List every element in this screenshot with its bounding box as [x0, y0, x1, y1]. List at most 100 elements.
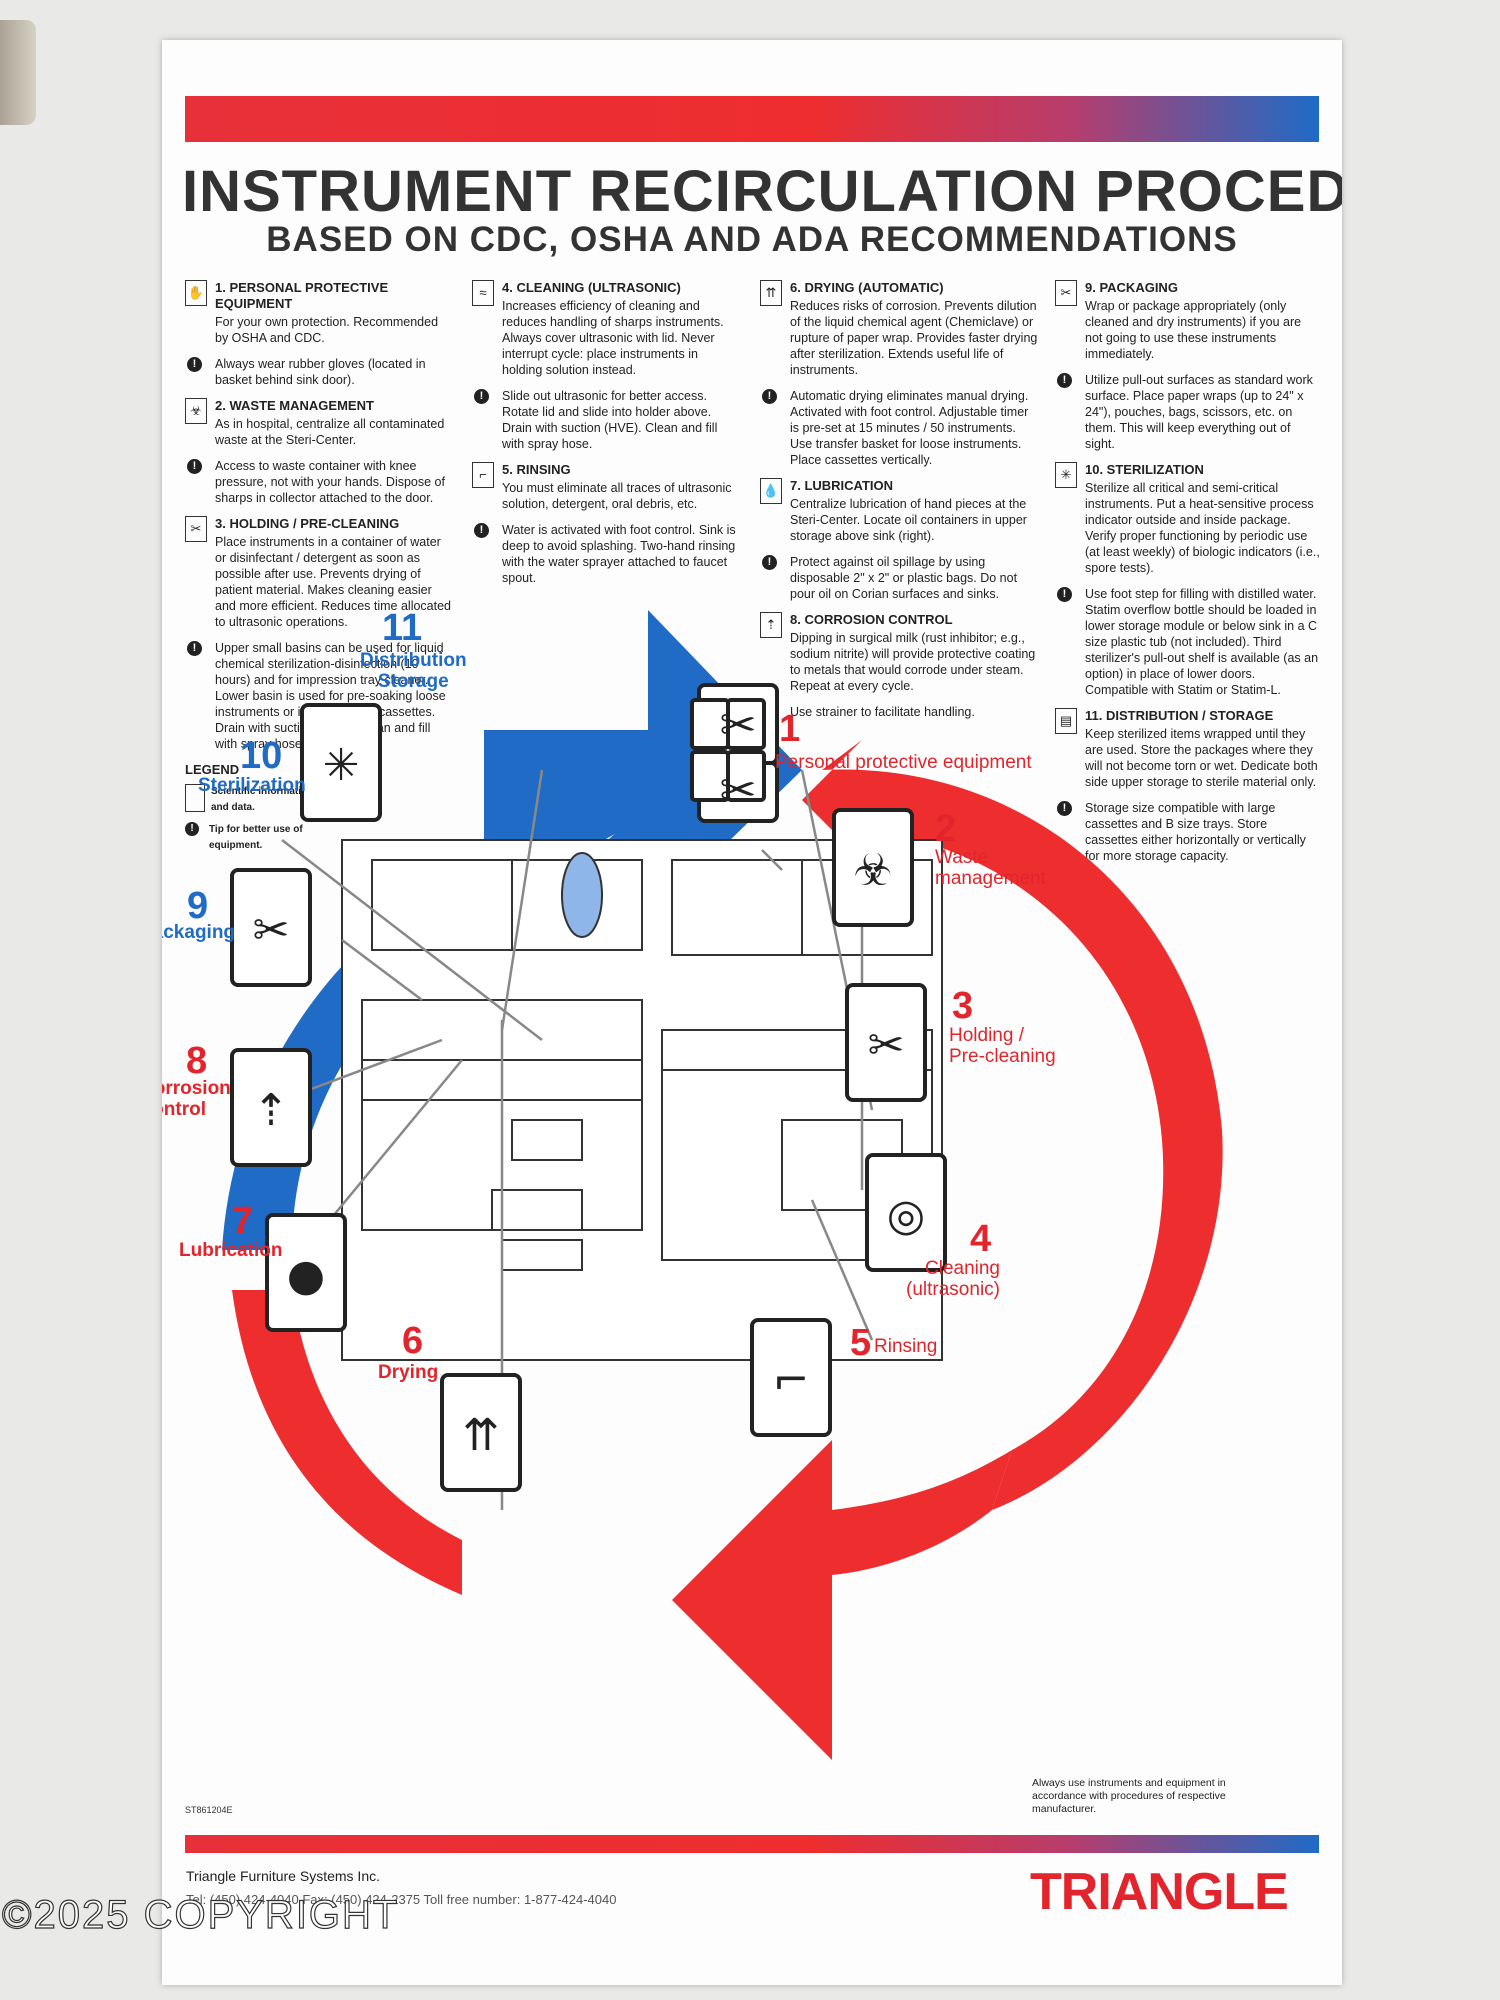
tip-text: Automatic drying eliminates manual dryin… — [790, 389, 1029, 467]
poster-subtitle: BASED ON CDC, OSHA AND ADA RECOMMENDATIO… — [266, 220, 1238, 259]
ultrasonic-icon: ≈ — [472, 280, 494, 306]
info-box-icon — [185, 784, 205, 812]
tip-icon: ! — [1057, 587, 1072, 602]
column-3: ⇈ 6. DRYING (AUTOMATIC) Reduces risks of… — [760, 280, 1038, 730]
section-corrosion: ⇡ 8. CORROSION CONTROL Dipping in surgic… — [760, 612, 1038, 694]
poster-title: INSTRUMENT RECIRCULATION PROCEDURE — [182, 159, 1342, 224]
section-storage: ▤ 11. DISTRIBUTION / STORAGE Keep steril… — [1055, 708, 1320, 790]
copyright-watermark: ©2025 COPYRIGHT — [1, 1892, 400, 1937]
corrosion-icon: ⇡ — [253, 1085, 290, 1136]
stage-8-number: 8 — [186, 1040, 208, 1082]
stage-2-number: 2 — [935, 808, 957, 850]
bottom-color-bar — [185, 1835, 1319, 1853]
stage-5-number: 5 — [850, 1322, 872, 1364]
tip-icon: ! — [187, 459, 202, 474]
stage-4-number: 4 — [970, 1218, 992, 1260]
faucet-icon: ⌐ — [773, 1355, 810, 1406]
section-lubrication: 💧 7. LUBRICATION Centralize lubrication … — [760, 478, 1038, 544]
column-1: ✋ 1. PERSONAL PROTECTIVE EQUIPMENT For y… — [185, 280, 453, 860]
section-text: For your own protection. Recommended by … — [215, 315, 439, 345]
tip-ppe: ! Always wear rubber gloves (located in … — [185, 356, 453, 388]
section-title: 9. PACKAGING — [1085, 280, 1178, 295]
section-text: Keep sterilized items wrapped until they… — [1085, 727, 1318, 789]
scissors-icon: ✂ — [868, 1020, 905, 1071]
stage-11-number: 11 — [382, 607, 423, 649]
tip-packaging: ! Utilize pull-out surfaces as standard … — [1055, 372, 1320, 452]
tip-text: Use foot step for filling with distilled… — [1085, 587, 1319, 697]
stage-3-number: 3 — [952, 985, 974, 1027]
section-packaging: ✂ 9. PACKAGING Wrap or package appropria… — [1055, 280, 1320, 362]
tip-rinsing: ! Water is activated with foot control. … — [472, 522, 740, 586]
poster-code: ST861204E — [185, 1805, 233, 1815]
section-title: 2. WASTE MANAGEMENT — [215, 398, 374, 413]
section-title: 11. DISTRIBUTION / STORAGE — [1085, 708, 1274, 723]
tip-storage: ! Storage size compatible with large cas… — [1055, 800, 1320, 864]
stage-3-label: Holding /Pre-cleaning — [949, 1025, 1056, 1067]
section-text: As in hospital, centralize all contamina… — [215, 417, 445, 447]
tip-text: Storage size compatible with large casse… — [1085, 801, 1306, 863]
tip-icon: ! — [762, 555, 777, 570]
section-sterilization: ✳ 10. STERILIZATION Sterilize all critic… — [1055, 462, 1320, 576]
section-text: You must eliminate all traces of ultraso… — [502, 481, 732, 511]
sterilizer-icon: ✳ — [323, 740, 360, 791]
procedure-poster: INSTRUMENT RECIRCULATION PROCEDURE BASED… — [162, 40, 1342, 1985]
biohazard-icon: ☣ — [185, 398, 207, 424]
recirculation-diagram: ✂ ✂ ✳ ✂ ⇡ ● ⇈ ☣ ✂ ◎ ⌐ — [222, 610, 1223, 1760]
corrosion-icon: ⇡ — [760, 612, 782, 638]
red-arc-arrow — [802, 740, 1223, 1510]
section-title: 8. CORROSION CONTROL — [790, 612, 953, 627]
stage-1-label: Personal protective equipment — [775, 752, 1032, 773]
tip-icon: ! — [474, 523, 489, 538]
tip-waste: ! Access to waste container with knee pr… — [185, 458, 453, 506]
section-title: 6. DRYING (AUTOMATIC) — [790, 280, 944, 295]
biohazard-icon: ☣ — [853, 845, 892, 896]
tip-text: Use strainer to facilitate handling. — [790, 705, 975, 719]
drying-arrows-icon: ⇈ — [760, 280, 782, 306]
stage-icon-boxes — [230, 683, 947, 1492]
triangle-logo: TRIANGLE — [1030, 1863, 1289, 1921]
company-name: Triangle Furniture Systems Inc. — [186, 1868, 380, 1884]
section-text: Dipping in surgical milk (rust inhibitor… — [790, 631, 1036, 693]
tip-icon: ! — [1057, 801, 1072, 816]
stage-4-label: Cleaning(ultrasonic) — [906, 1258, 1000, 1300]
stage-9-number: 9 — [187, 885, 209, 927]
wall-door-handle — [0, 20, 36, 125]
tip-text: Utilize pull-out surfaces as standard wo… — [1085, 373, 1313, 451]
section-text: Place instruments in a container of wate… — [215, 535, 452, 629]
stage-6-number: 6 — [402, 1320, 424, 1362]
tip-lubrication: ! Protect against oil spillage by using … — [760, 554, 1038, 602]
stage-10-label: Sterilization — [198, 775, 306, 796]
tip-icon: ! — [187, 357, 202, 372]
storage-icon: ▤ — [1055, 708, 1077, 734]
scissors-icon: ✂ — [253, 905, 290, 956]
sterilizer-icon: ✳ — [1055, 462, 1077, 488]
ultrasonic-icon: ◎ — [887, 1190, 925, 1241]
section-title: 1. PERSONAL PROTECTIVE EQUIPMENT — [215, 280, 389, 311]
tip-text: Water is activated with foot control. Si… — [502, 523, 736, 585]
tip-cleaning: ! Slide out ultrasonic for better access… — [472, 388, 740, 452]
legend-info-text: Scientific information and data. — [211, 786, 314, 813]
section-title: 5. RINSING — [502, 462, 571, 477]
section-text: Wrap or package appropriately (only clea… — [1085, 299, 1302, 361]
section-text: Increases efficiency of cleaning and red… — [502, 299, 724, 377]
section-title: 4. CLEANING (ULTRASONIC) — [502, 280, 681, 295]
stage-icon-glyphs: ✂ ✂ ✳ ✂ ⇡ ● ⇈ ☣ ✂ ◎ ⌐ — [253, 700, 926, 1461]
tip-icon: ! — [187, 641, 202, 656]
red-drying-arrow — [672, 1440, 1012, 1760]
company-contact: Tel: (450) 424-4040 Fax: (450) 424-2375 … — [186, 1892, 617, 1907]
drying-arrows-icon: ⇈ — [463, 1410, 500, 1461]
tip-text: Always wear rubber gloves (located in ba… — [215, 357, 426, 387]
stage-5-label: Rinsing — [874, 1336, 938, 1357]
tip-icon: ! — [185, 822, 199, 836]
tip-sterilization: ! Use foot step for filling with distill… — [1055, 586, 1320, 698]
water-distiller-bottle — [561, 852, 603, 938]
package-icon: ✂ — [1055, 280, 1077, 306]
faucet-icon: ⌐ — [472, 462, 494, 488]
section-title: 3. HOLDING / PRE-CLEANING — [215, 516, 400, 531]
section-waste: ☣ 2. WASTE MANAGEMENT As in hospital, ce… — [185, 398, 453, 448]
section-text: Centralize lubrication of hand pieces at… — [790, 497, 1027, 543]
section-cleaning: ≈ 4. CLEANING (ULTRASONIC) Increases eff… — [472, 280, 740, 378]
scissors-icon: ✂ — [185, 516, 207, 542]
legend-info: Scientific information and data. — [185, 784, 453, 816]
